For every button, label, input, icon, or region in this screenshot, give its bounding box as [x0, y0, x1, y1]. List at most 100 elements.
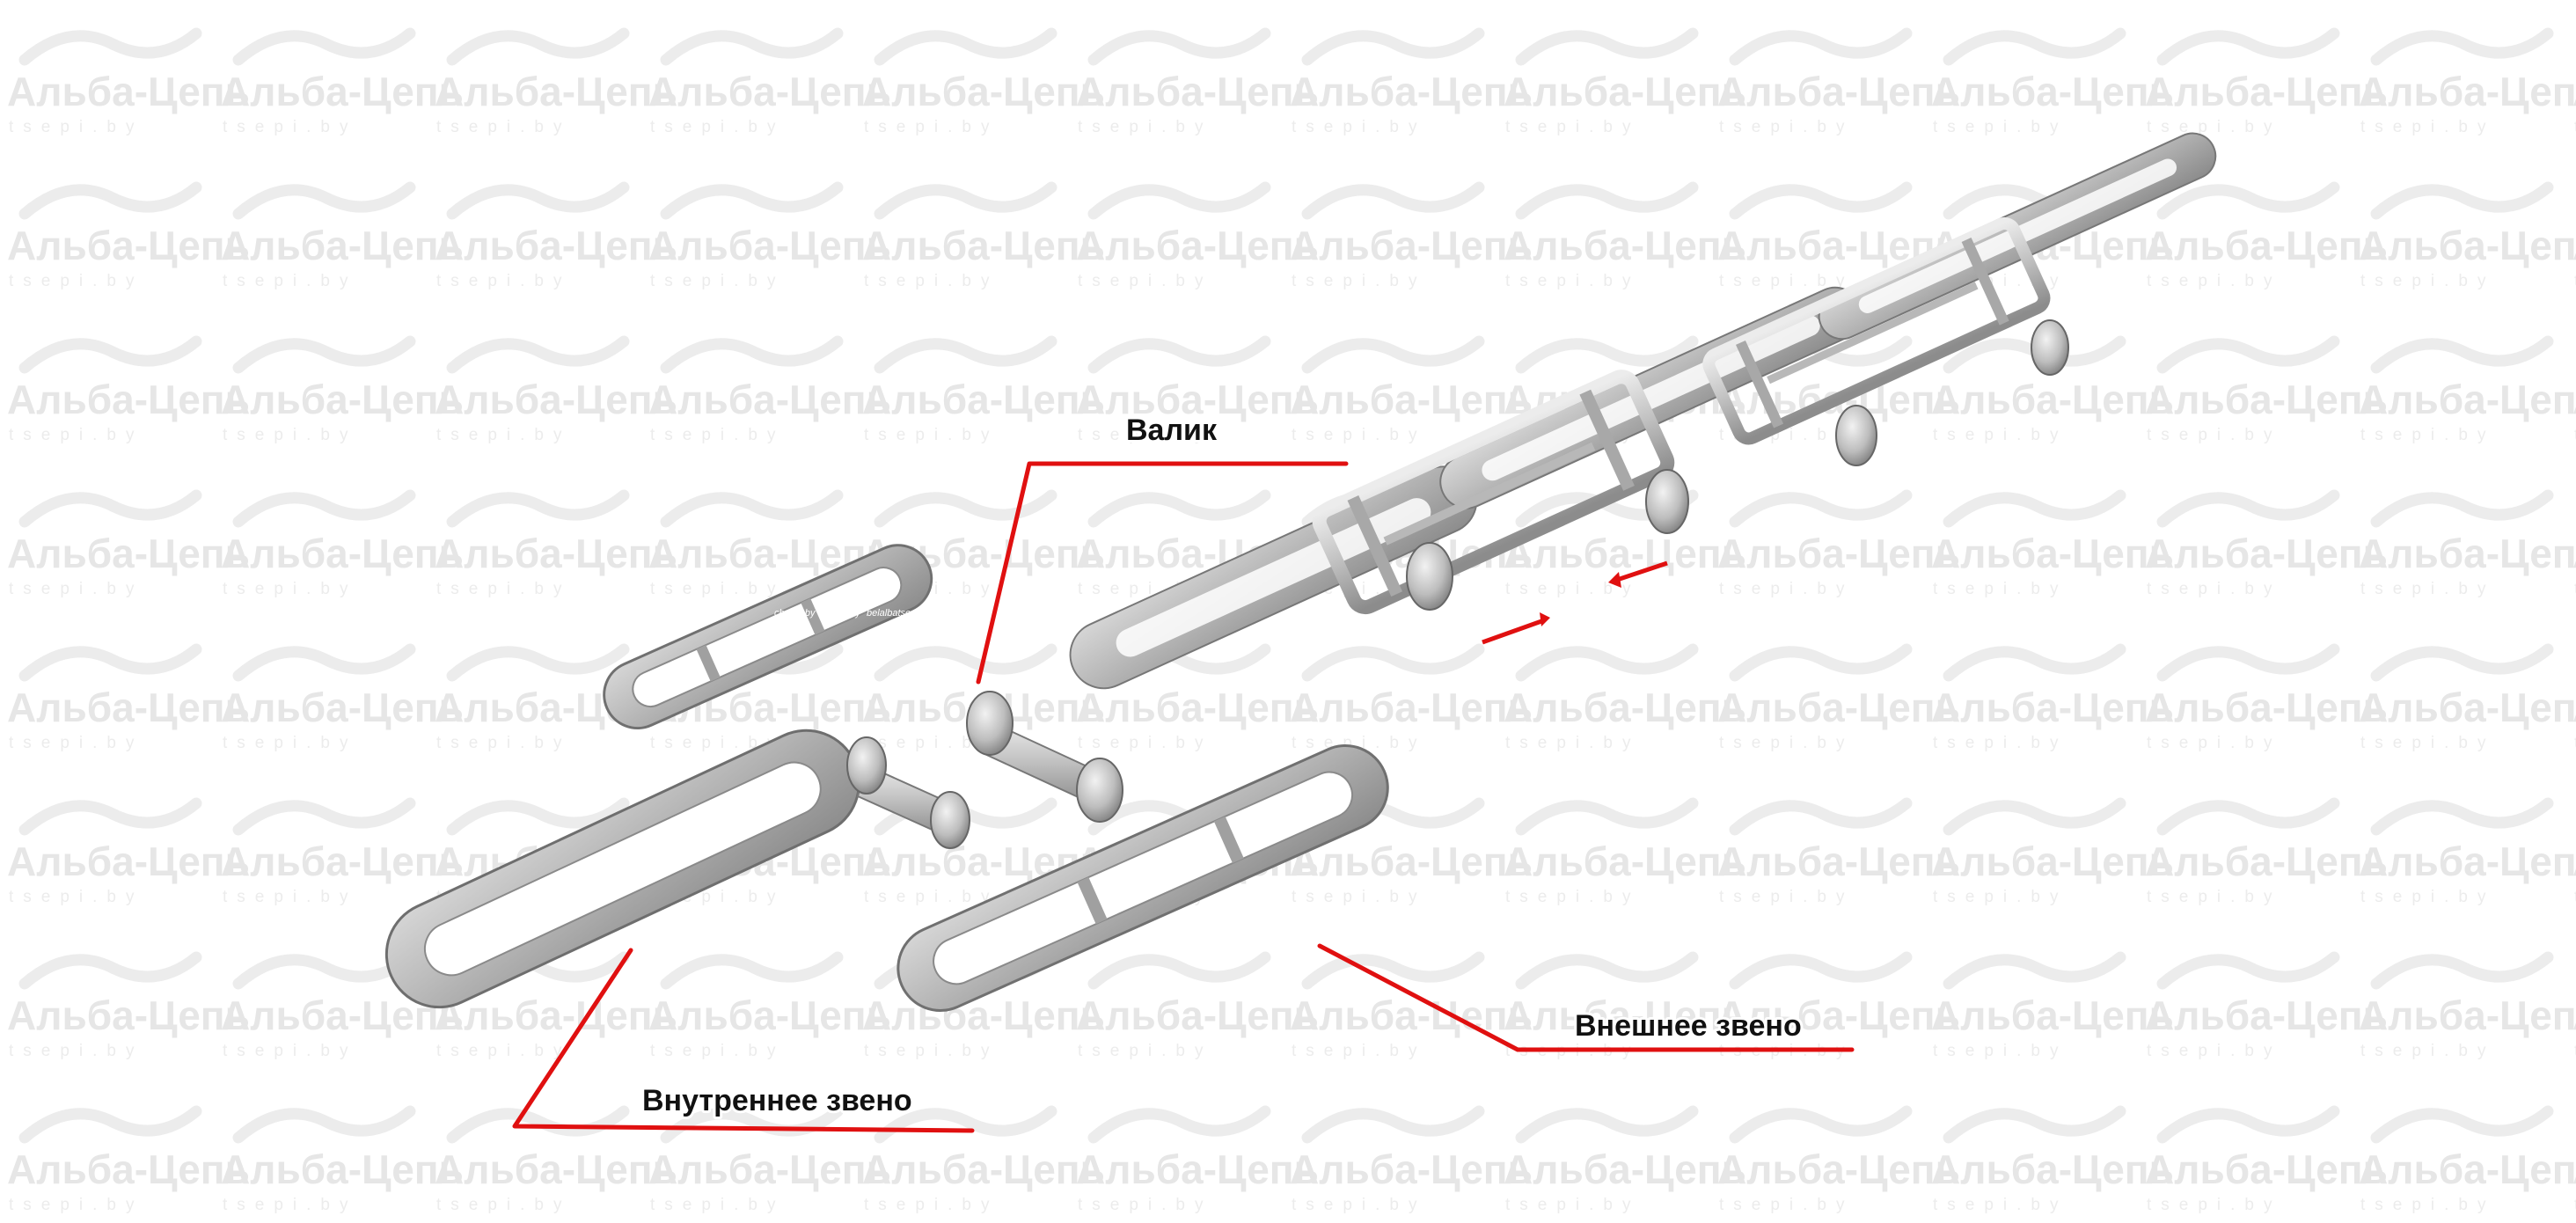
watermark-swoosh [1301, 27, 1485, 66]
watermark-site: tsepi.by [2574, 580, 2576, 598]
watermark-brand: Альба-Цепь [862, 992, 1105, 1038]
watermark-site: tsepi.by [2147, 888, 2281, 906]
watermark-brand: Альба-Цепь [2359, 685, 2576, 730]
stamp-belalbatsep: belalbatsep [867, 608, 916, 619]
watermark-swoosh [232, 797, 416, 836]
watermark-swoosh [1943, 27, 2126, 66]
watermark-swoosh [18, 181, 202, 220]
watermark-brand: Альба-Цепь [1290, 223, 1533, 268]
watermark-swoosh [660, 27, 844, 66]
watermark-brand: Альба-Цепь [648, 223, 891, 268]
watermark-site: tsepi.by [650, 272, 785, 290]
watermark-brand: Альба-Цепь [221, 223, 464, 268]
watermark-brand: Альба-Цепь [435, 223, 677, 268]
watermark-brand: Альба-Цепь [1290, 377, 1533, 422]
watermark-brand: Альба-Цепь [221, 1146, 464, 1192]
watermark-site: tsepi.by [650, 580, 785, 598]
watermark-swoosh [2370, 951, 2554, 990]
watermark-site: tsepi.by [1292, 1042, 1426, 1060]
watermark-swoosh [18, 797, 202, 836]
watermark-swoosh [232, 951, 416, 990]
watermark-brand: Альба-Цепь [1290, 69, 1533, 114]
watermark-site: tsepi.by [1078, 272, 1212, 290]
watermark-brand: Альба-Цепь [2572, 1146, 2576, 1192]
watermark-brand: Альба-Цепь [1931, 992, 2174, 1038]
watermark-site: tsepi.by [9, 580, 143, 598]
watermark-brand: Альба-Цепь [1717, 992, 1960, 1038]
watermark-swoosh [2370, 643, 2554, 682]
watermark-brand: Альба-Цепь [1290, 992, 1533, 1038]
watermark-site: tsepi.by [1933, 426, 2067, 444]
inner-link-label: Внутреннее звено [642, 1084, 912, 1117]
watermark-swoosh [1515, 27, 1699, 66]
watermark-swoosh [1087, 489, 1271, 528]
watermark-brand: Альба-Цепь [435, 1146, 677, 1192]
watermark-swoosh [1301, 181, 1485, 220]
watermark-brand: Альба-Цепь [862, 377, 1105, 422]
watermark-site: tsepi.by [9, 1196, 143, 1214]
watermark-site: tsepi.by [1292, 426, 1426, 444]
watermark-brand: Альба-Цепь [2145, 223, 2388, 268]
watermark-brand: Альба-Цепь [2359, 69, 2576, 114]
watermark-swoosh [18, 489, 202, 528]
watermark-brand: Альба-Цепь [2145, 839, 2388, 884]
watermark-brand: Альба-Цепь [2145, 1146, 2388, 1192]
watermark-site: tsepi.by [2574, 1196, 2576, 1214]
watermark-swoosh [1729, 1105, 1913, 1144]
watermark-swoosh [1729, 951, 1913, 990]
watermark-brand: Альба-Цепь [2572, 685, 2576, 730]
watermark-swoosh [1729, 27, 1913, 66]
watermark-site: tsepi.by [1505, 1196, 1640, 1214]
watermark-brand: Альба-Цепь [221, 685, 464, 730]
watermark-swoosh [446, 797, 630, 836]
watermark-site: tsepi.by [223, 580, 357, 598]
watermark-swoosh [660, 181, 844, 220]
watermark-site: tsepi.by [1292, 272, 1426, 290]
watermark-site: tsepi.by [1292, 734, 1426, 752]
watermark-brand: Альба-Цепь [2359, 1146, 2576, 1192]
watermark-pattern: Альба-Цепьtsepi.byАльба-Цепьtsepi.byАльб… [7, 27, 2576, 1214]
watermark-brand: Альба-Цепь [2359, 531, 2576, 576]
watermark-site: tsepi.by [864, 1042, 999, 1060]
watermark-swoosh [232, 335, 416, 374]
watermark-site: tsepi.by [864, 272, 999, 290]
watermark-brand: Альба-Цепь [2572, 531, 2576, 576]
watermark-brand: Альба-Цепь [1076, 69, 1319, 114]
watermark-site: tsepi.by [2360, 272, 2495, 290]
watermark-swoosh [1301, 951, 1485, 990]
watermark-site: tsepi.by [223, 1196, 357, 1214]
watermark-brand: Альба-Цепь [2359, 839, 2576, 884]
watermark-brand: Альба-Цепь [648, 69, 891, 114]
watermark-site: tsepi.by [864, 734, 999, 752]
watermark-swoosh [660, 1105, 844, 1144]
watermark-brand: Альба-Цепь [7, 685, 250, 730]
watermark-brand: Альба-Цепь [2572, 69, 2576, 114]
watermark-site: tsepi.by [2360, 1042, 2495, 1060]
watermark-swoosh [2156, 335, 2340, 374]
watermark-site: tsepi.by [2147, 1196, 2281, 1214]
watermark-site: tsepi.by [1505, 118, 1640, 136]
watermark-site: tsepi.by [2147, 734, 2281, 752]
watermark-site: tsepi.by [223, 426, 357, 444]
watermark-swoosh [1943, 489, 2126, 528]
pin-left [846, 736, 970, 849]
watermark-swoosh [446, 335, 630, 374]
watermark-swoosh [2370, 27, 2554, 66]
pin-label: Валик [1126, 414, 1218, 447]
watermark-site: tsepi.by [650, 118, 785, 136]
watermark-brand: Альба-Цепь [7, 223, 250, 268]
watermark-site: tsepi.by [9, 888, 143, 906]
watermark-brand: Альба-Цепь [1504, 531, 1746, 576]
watermark-swoosh [1943, 643, 2126, 682]
watermark-swoosh [874, 27, 1057, 66]
watermark-site: tsepi.by [1933, 1042, 2067, 1060]
watermark-site: tsepi.by [9, 734, 143, 752]
watermark-brand: Альба-Цепь [2572, 377, 2576, 422]
watermark-brand: Альба-Цепь [2359, 377, 2576, 422]
pin-leader-line [976, 461, 1349, 685]
watermark-swoosh [446, 181, 630, 220]
watermark-brand: Альба-Цепь [7, 531, 250, 576]
watermark-swoosh [2370, 1105, 2554, 1144]
watermark-swoosh [2370, 181, 2554, 220]
watermark-brand: Альба-Цепь [435, 377, 677, 422]
